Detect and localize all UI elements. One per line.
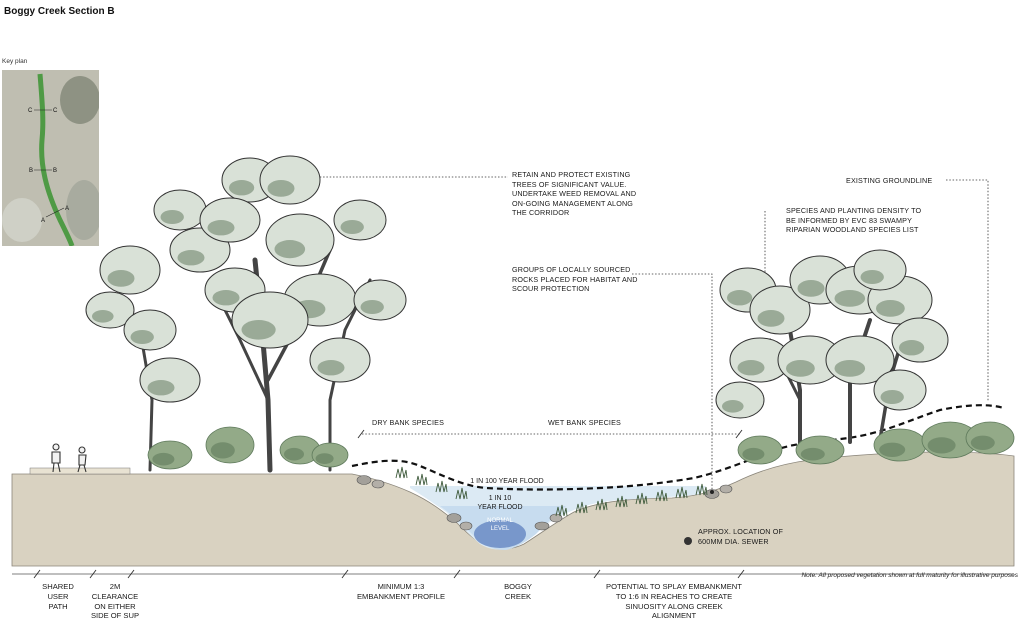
canopy-shade: [274, 240, 306, 259]
label-dry-bank-species: DRY BANK SPECIES: [372, 418, 445, 427]
shrub-shade: [927, 437, 956, 454]
canopy-shade: [360, 300, 384, 314]
canopy-shade: [737, 360, 765, 376]
label-shared-user-path: SHARED USER PATH: [42, 582, 74, 611]
leader-lines: [300, 176, 989, 492]
canopy-shade: [757, 310, 785, 327]
canopy-shade: [241, 320, 276, 340]
grass-tuft: [395, 466, 408, 479]
canopy-blob: [199, 197, 261, 243]
label-wet-bank-species: WET BANK SPECIES: [548, 418, 621, 427]
key-plan-marker-b-right: B: [53, 168, 57, 174]
grass-tuft: [615, 495, 628, 508]
annotation-species-density: SPECIES AND PLANTING DENSITY TO BE INFOR…: [786, 206, 922, 235]
canopy-blob: [333, 199, 387, 241]
canopy-blob: [139, 357, 201, 403]
grass-tuft: [675, 486, 688, 499]
page-title: Boggy Creek Section B: [4, 6, 115, 17]
label-normal-level: NORMAL LEVEL: [487, 518, 513, 532]
shrub-shade: [315, 453, 334, 464]
key-plan-marker-b-left: B: [29, 168, 33, 174]
canopy-shade: [340, 220, 364, 234]
shrub-shade: [742, 447, 765, 461]
annotation-existing-groundline: EXISTING GROUNDLINE: [846, 176, 933, 185]
shrub-shade: [210, 442, 235, 459]
shrub-shade: [152, 452, 175, 466]
shrub-shade: [800, 447, 825, 461]
existing-groundline: [351, 404, 1005, 491]
canopy-shade: [207, 220, 235, 236]
canopy-blob: [853, 249, 907, 291]
canopy-blob: [231, 291, 309, 349]
label-flood-10: 1 IN 10 YEAR FLOOD: [477, 495, 523, 511]
canopy-shade: [899, 340, 925, 356]
canopy-blob: [123, 309, 177, 351]
annotation-rocks: GROUPS OF LOCALLY SOURCED ROCKS PLACED F…: [512, 265, 638, 294]
key-plan-marker-c-left: C: [28, 108, 33, 114]
canopy-shade: [860, 270, 884, 284]
key-plan-marker-c-right: C: [53, 108, 58, 114]
label-embankment-profile: MINIMUM 1:3 EMBANKMENT PROFILE: [356, 582, 446, 601]
canopy-blob: [259, 155, 321, 205]
sewer-pipe: [684, 537, 692, 545]
canopy-shade: [147, 380, 175, 396]
label-boggy-creek: BOGGY CREEK: [504, 582, 532, 601]
canopy-shade: [317, 360, 345, 376]
canopy-shade: [177, 250, 205, 266]
canopy-shade: [786, 360, 815, 377]
grass-tuft: [655, 489, 668, 502]
canopy-shade: [797, 280, 825, 297]
canopy-shade: [834, 360, 866, 377]
canopy-blob: [153, 189, 207, 231]
shared-path-surface: [29, 467, 131, 475]
canopy-shade: [160, 210, 184, 224]
annotation-retain-trees: RETAIN AND PROTECT EXISTING TREES OF SIG…: [512, 170, 637, 218]
dimension-ticks: [33, 429, 745, 579]
canopy-shade: [107, 270, 135, 287]
canopy-blob: [265, 213, 335, 267]
canopy-shade: [130, 330, 154, 344]
canopy-shade: [229, 180, 255, 196]
shrub-shade: [284, 447, 304, 461]
shrub-shade: [879, 442, 906, 457]
grass-tuft: [595, 498, 608, 511]
vegetation-note: Note: All proposed vegetation shown at f…: [801, 572, 1018, 579]
canopy-shade: [876, 300, 905, 317]
canopy-shade: [727, 290, 753, 306]
canopy-blob: [99, 245, 161, 295]
canopy-blob: [309, 337, 371, 383]
canopy-blob: [891, 317, 949, 363]
normal-water-level: [474, 520, 526, 548]
canopy-shade: [267, 180, 295, 197]
tree-trunk: [138, 328, 154, 472]
label-clearance: 2m CLEARANCE ON EITHER SIDE OF SUP: [90, 582, 140, 621]
canopy-shade: [212, 290, 240, 306]
grass-tuft: [555, 504, 568, 517]
grass-tuft: [575, 501, 588, 514]
grass-tuft: [415, 473, 428, 486]
canopy-shade: [880, 390, 904, 404]
pedestrian-figures: [51, 443, 87, 473]
canopy-shade: [722, 400, 744, 413]
grass-tuft: [435, 480, 448, 493]
shrub-shade: [970, 435, 995, 450]
grass-tuft: [635, 492, 648, 505]
canopy-shade: [834, 290, 866, 307]
canopy-blob: [715, 381, 765, 419]
key-plan-marker-a-right: A: [65, 206, 69, 212]
canopy-blob: [873, 369, 927, 411]
grass-tuft: [455, 487, 468, 500]
grass-tuft: [695, 483, 708, 496]
key-plan-label: Key plan: [2, 58, 28, 65]
vegetation: [85, 155, 1015, 517]
label-flood-100: 1 IN 100 YEAR FLOOD: [470, 478, 544, 485]
canopy-shade: [92, 310, 114, 323]
label-splay-embankment: POTENTIAL TO SPLAY EMBANKMENT TO 1:6 IN …: [606, 582, 742, 621]
key-plan-marker-a-left: A: [41, 218, 45, 224]
canopy-blob: [353, 279, 407, 321]
key-plan-map: C C B B A A: [2, 70, 99, 246]
annotation-sewer: APPROX. LOCATION OF 600mm DIA. SEWER: [698, 527, 783, 546]
